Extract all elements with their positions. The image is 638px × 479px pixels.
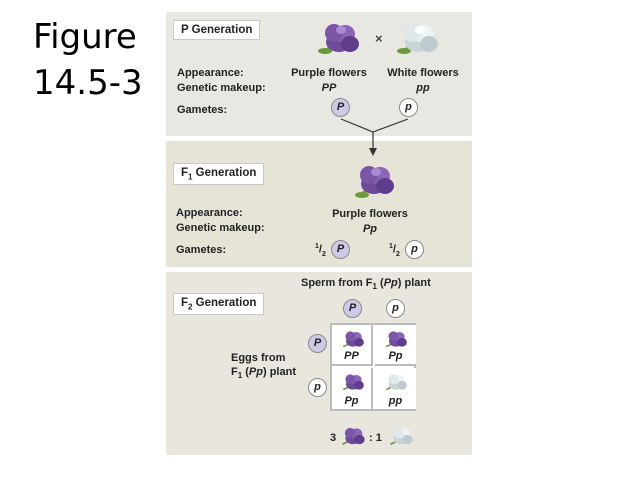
- punnett-genotype: pp: [388, 395, 403, 407]
- parent1-genotype: PP: [321, 82, 337, 94]
- ratio-separator: : 1: [369, 432, 382, 444]
- purple-flower-icon: [342, 427, 365, 445]
- figure-title-line1: Figure: [33, 17, 137, 57]
- white-flower-icon: [390, 427, 413, 445]
- punnett-square: PP Pp Pp pp: [330, 323, 416, 411]
- purple-flower-icon: [342, 331, 364, 348]
- eggs-label-line2: F1 (Pp) plant: [231, 366, 296, 381]
- egg-allele-dominant: P: [308, 334, 327, 353]
- sperm-allele-recessive: p: [386, 299, 405, 318]
- f2-generation-label: F2 Generation: [173, 293, 265, 316]
- f1-genotype: Pp: [362, 223, 378, 235]
- p-appearance-label: Appearance:: [177, 67, 244, 79]
- f1-purple-flower-icon: [355, 166, 394, 198]
- f1-appearance-label: Appearance:: [176, 207, 243, 219]
- punnett-genotype: Pp: [388, 350, 403, 362]
- ratio-dominant-count: 3: [330, 432, 337, 444]
- p-genetic-label: Genetic makeup:: [177, 82, 266, 94]
- parent1-gamete: P: [331, 98, 350, 117]
- parent2-appearance: White flowers: [387, 67, 459, 79]
- figure-title-line2: 14.5-3: [33, 63, 143, 103]
- f1-genetic-label: Genetic makeup:: [176, 222, 265, 234]
- sperm-label: Sperm from F1 (Pp) plant: [301, 277, 431, 292]
- cross-symbol: ×: [375, 31, 383, 46]
- parent1-appearance: Purple flowers: [291, 67, 367, 79]
- f1-gamete1-fraction: 1/2: [315, 243, 326, 258]
- p-gametes-label: Gametes:: [177, 104, 228, 116]
- punnett-cell-PP: PP: [332, 325, 373, 366]
- parent2-genotype: pp: [416, 82, 430, 94]
- punnett-genotype: PP: [344, 350, 359, 362]
- f1-gamete2: p: [405, 240, 424, 259]
- egg-allele-recessive: p: [308, 378, 327, 397]
- purple-flower-icon: [342, 374, 364, 391]
- punnett-cell-pp: pp: [375, 368, 416, 409]
- white-flower-icon: [385, 374, 407, 391]
- punnett-cell-Pp: Pp: [375, 325, 416, 366]
- punnett-cell-Pp: Pp: [332, 368, 373, 409]
- purple-flower-icon: [318, 24, 359, 54]
- white-flower-icon: [397, 24, 438, 54]
- f1-gamete1: P: [331, 240, 350, 259]
- f1-gametes-label: Gametes:: [176, 244, 227, 256]
- figure-title: Figure 14.5-3: [33, 14, 143, 106]
- sperm-allele-dominant: P: [343, 299, 362, 318]
- f1-generation-label: F1 Generation: [173, 163, 265, 186]
- f1-gamete2-fraction: 1/2: [389, 243, 400, 258]
- punnett-genotype: Pp: [344, 395, 359, 407]
- purple-flower-icon: [385, 331, 407, 348]
- f1-appearance: Purple flowers: [332, 208, 408, 220]
- eggs-label-line1: Eggs from: [231, 352, 286, 364]
- p-generation-label: P Generation: [173, 20, 261, 40]
- parent2-gamete: p: [399, 98, 418, 117]
